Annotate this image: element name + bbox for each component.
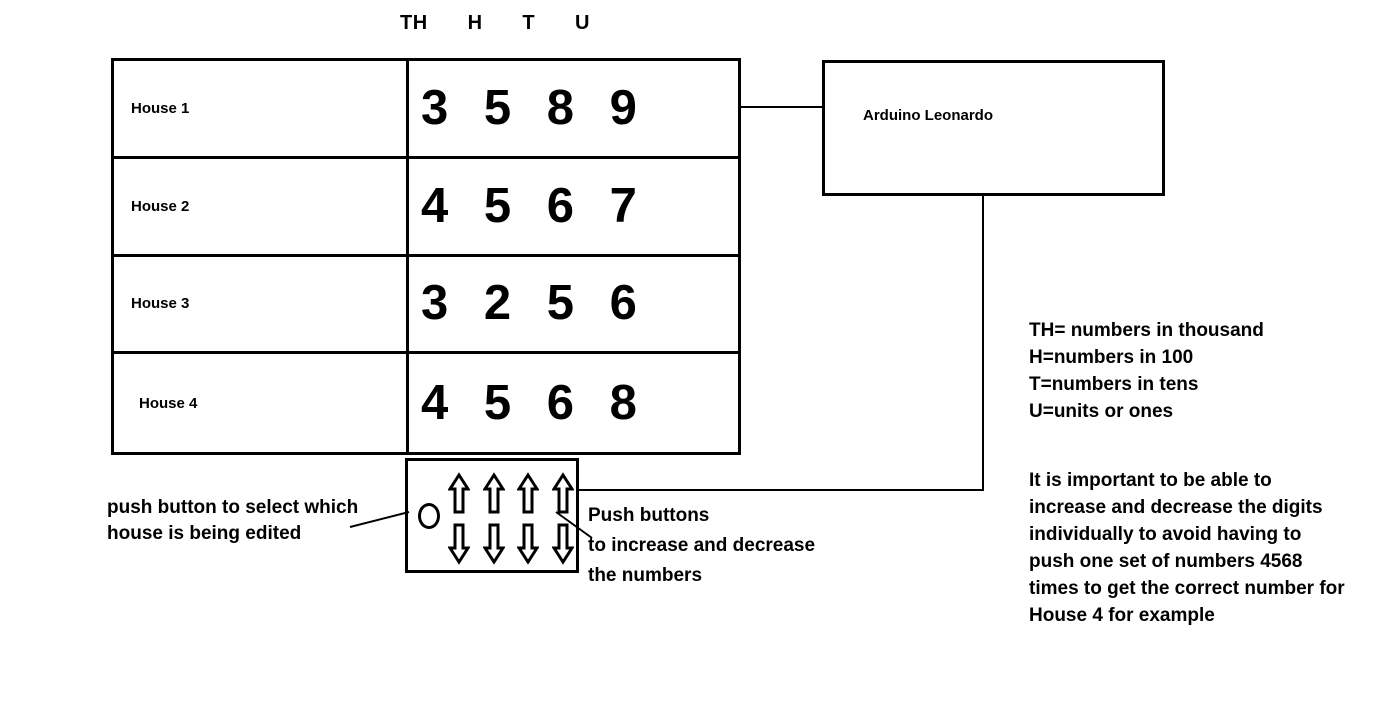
house-label-cell: House 1 xyxy=(114,61,409,156)
arrow-up-icon[interactable] xyxy=(448,471,470,516)
house-label: House 1 xyxy=(131,99,190,117)
table-row[interactable]: House 3 3 2 5 6 xyxy=(114,256,738,355)
caption-push-buttons: Push buttons to increase and decrease th… xyxy=(588,506,888,585)
arduino-label: Arduino Leonardo xyxy=(863,107,993,124)
house-label-cell: House 3 xyxy=(114,256,409,352)
house-label: House 4 xyxy=(139,394,198,412)
house-select-button[interactable] xyxy=(418,503,440,529)
arrow-down-icon[interactable] xyxy=(517,521,540,565)
connector-arduino-to-buttons xyxy=(578,489,984,491)
house-label: House 3 xyxy=(131,295,190,313)
increase-button-row xyxy=(448,469,574,518)
house-digits: 4 5 6 8 xyxy=(421,375,648,430)
house-digits: 4 5 6 7 xyxy=(421,178,648,233)
house-label-cell: House 4 xyxy=(114,354,409,452)
arrow-down-icon[interactable] xyxy=(448,521,470,565)
arrow-up-icon[interactable] xyxy=(551,471,574,516)
place-value-legend: TH= numbers in thousand H=numbers in 100… xyxy=(1029,318,1359,426)
house-digits: 3 2 5 6 xyxy=(421,276,648,331)
arrow-down-icon[interactable] xyxy=(551,521,574,565)
house-label-cell: House 2 xyxy=(114,158,409,254)
arrow-up-icon[interactable] xyxy=(482,471,505,516)
house-table: House 1 3 5 8 9 House 2 4 5 6 7 House 3 … xyxy=(111,58,741,455)
arduino-box: Arduino Leonardo xyxy=(822,60,1165,196)
header-h: H xyxy=(467,12,483,34)
caption-select-button: push button to select which house is bei… xyxy=(107,497,359,545)
caption-push-buttons-line3: the numbers xyxy=(588,565,703,586)
legend-line-th: TH= numbers in thousand xyxy=(1029,320,1264,341)
house-digits-cell: 4 5 6 8 xyxy=(409,354,738,452)
decrease-button-row xyxy=(448,518,574,567)
house-digits: 3 5 8 9 xyxy=(421,80,648,135)
table-row[interactable]: House 1 3 5 8 9 xyxy=(114,61,738,159)
table-row[interactable]: House 4 4 5 6 8 xyxy=(114,354,738,452)
header-t: T xyxy=(522,12,536,34)
explanatory-note: It is important to be able to increase a… xyxy=(1029,470,1345,626)
caption-push-buttons-line2: to increase and decrease xyxy=(588,535,816,556)
legend-line-u: U=units or ones xyxy=(1029,400,1174,422)
house-label: House 2 xyxy=(131,197,190,215)
caption-push-buttons-line1: Push buttons xyxy=(588,505,710,526)
arrow-down-icon[interactable] xyxy=(482,521,505,565)
header-th: TH xyxy=(400,12,428,34)
arrow-button-grid xyxy=(448,469,574,567)
connector-arduino-vertical xyxy=(982,196,984,490)
header-u: U xyxy=(575,12,590,34)
button-panel xyxy=(405,458,579,573)
house-digits-cell: 3 2 5 6 xyxy=(409,257,738,352)
arrow-up-icon[interactable] xyxy=(517,471,540,516)
table-row[interactable]: House 2 4 5 6 7 xyxy=(114,158,738,257)
place-value-headers: TH H T U xyxy=(400,12,590,35)
connector-table-to-arduino xyxy=(741,106,823,108)
legend-line-h: H=numbers in 100 xyxy=(1029,346,1194,368)
house-digits-cell: 4 5 6 7 xyxy=(409,159,738,254)
legend-line-t: T=numbers in tens xyxy=(1029,373,1199,395)
house-digits-cell: 3 5 8 9 xyxy=(409,61,738,156)
